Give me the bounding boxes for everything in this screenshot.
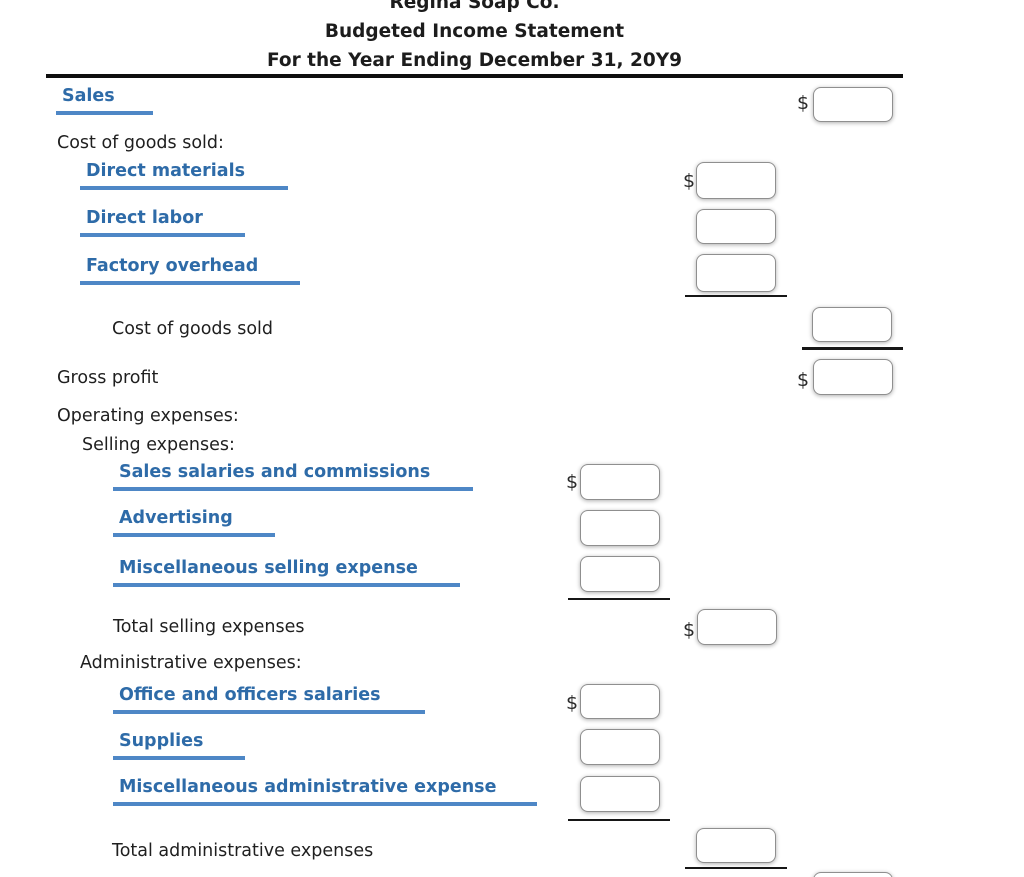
account-select-advertising[interactable]: Advertising (113, 508, 275, 537)
statement-header: Regina Soap Co. Budgeted Income Statemen… (46, 0, 903, 75)
subtotal-rule-cogs-detail (685, 295, 787, 297)
subtotal-rule-admin-total (685, 867, 787, 869)
account-select-factory-overhead[interactable]: Factory overhead (80, 256, 300, 285)
currency-symbol-gross-profit: $ (797, 369, 810, 391)
amount-input-factory-overhead[interactable] (696, 254, 776, 292)
amount-input-total-selling-expenses[interactable] (697, 609, 777, 645)
amount-input-cogs-total[interactable] (812, 307, 892, 342)
subtotal-rule-selling-detail (568, 598, 670, 600)
selling-expenses-label: Selling expenses: (82, 435, 235, 455)
company-name: Regina Soap Co. (389, 0, 560, 13)
account-select-direct-labor[interactable]: Direct labor (80, 208, 245, 237)
currency-symbol-office-salaries: $ (566, 692, 579, 714)
account-select-sales-salaries-and-commissions[interactable]: Sales salaries and commissions (113, 462, 473, 491)
statement-period: For the Year Ending December 31, 20Y9 (267, 50, 682, 71)
subtotal-rule-admin-detail (568, 819, 670, 821)
currency-symbol-sales-salaries: $ (566, 471, 579, 493)
subtotal-rule-cogs-total (802, 347, 903, 350)
amount-input-office-and-officers-salaries[interactable] (580, 684, 660, 719)
currency-symbol-total-selling: $ (683, 619, 696, 641)
account-select-miscellaneous-administrative-expense[interactable]: Miscellaneous administrative expense (113, 777, 537, 806)
amount-input-miscellaneous-selling-expense[interactable] (580, 556, 660, 592)
statement-title: Budgeted Income Statement (324, 21, 625, 42)
account-select-supplies[interactable]: Supplies (113, 731, 245, 760)
amount-input-advertising[interactable] (580, 510, 660, 546)
amount-input-miscellaneous-administrative-expense[interactable] (580, 776, 660, 812)
operating-expenses-label: Operating expenses: (57, 406, 239, 426)
cogs-total-label: Cost of goods sold (112, 319, 274, 339)
account-select-sales[interactable]: Sales (56, 86, 153, 115)
account-select-office-and-officers-salaries[interactable]: Office and officers salaries (113, 685, 425, 714)
amount-input-sales-salaries-and-commissions[interactable] (580, 464, 660, 500)
amount-input-direct-labor[interactable] (696, 209, 776, 244)
currency-symbol-sales: $ (797, 92, 810, 114)
amount-input-sales[interactable] (813, 87, 893, 122)
amount-input-gross-profit[interactable] (813, 359, 893, 395)
account-select-direct-materials[interactable]: Direct materials (80, 161, 288, 190)
header-rule (46, 74, 903, 78)
amount-input-bottom-partial[interactable] (813, 872, 893, 877)
gross-profit-label: Gross profit (57, 368, 159, 388)
administrative-expenses-label: Administrative expenses: (80, 653, 302, 673)
currency-symbol-direct-materials: $ (683, 170, 696, 192)
cogs-section-label: Cost of goods sold: (57, 133, 224, 153)
total-selling-expenses-label: Total selling expenses (113, 617, 305, 637)
amount-input-total-administrative-expenses[interactable] (696, 828, 776, 863)
account-select-miscellaneous-selling-expense[interactable]: Miscellaneous selling expense (113, 558, 460, 587)
amount-input-direct-materials[interactable] (696, 162, 776, 199)
amount-input-supplies[interactable] (580, 729, 660, 765)
total-administrative-expenses-label: Total administrative expenses (112, 841, 374, 861)
